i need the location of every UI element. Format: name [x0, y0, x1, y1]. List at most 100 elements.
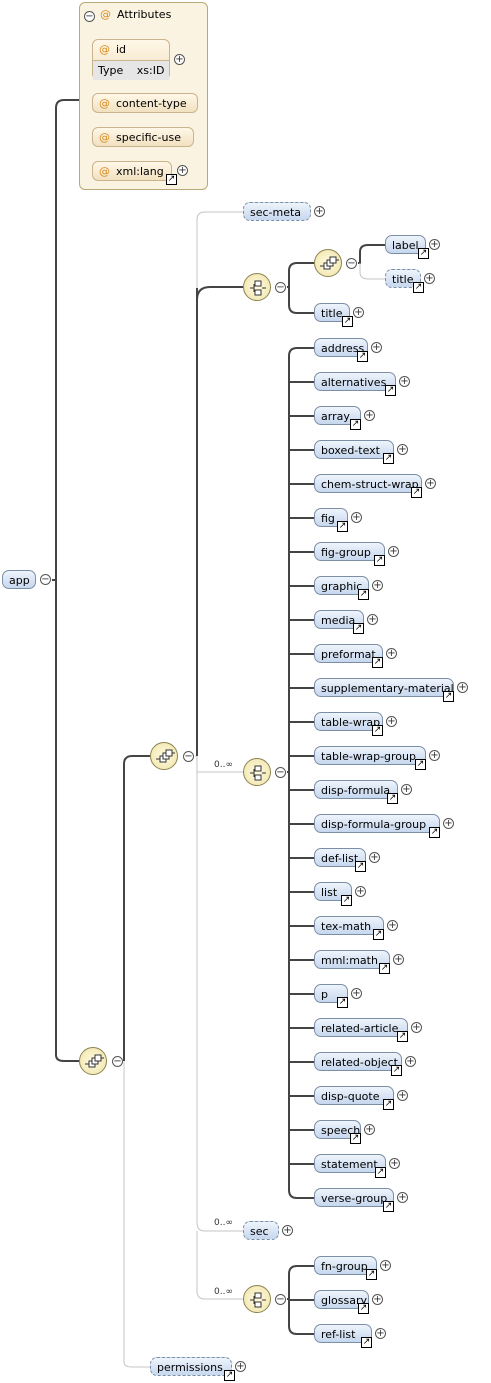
attribute-id-expand-icon[interactable]: +	[174, 54, 185, 65]
attribute-specific-use[interactable]: @specific-use	[92, 127, 194, 147]
expand-icon[interactable]: +	[367, 614, 378, 625]
choice-collapse-icon[interactable]: −	[275, 282, 286, 293]
element-graphic[interactable]: graphic	[314, 576, 369, 595]
expand-icon[interactable]: +	[429, 239, 440, 250]
expand-icon[interactable]: +	[429, 750, 440, 761]
expand-icon[interactable]: +	[425, 478, 436, 489]
expand-icon[interactable]: +	[388, 546, 399, 557]
element-related-object[interactable]: related-object	[314, 1052, 402, 1071]
app-collapse-icon[interactable]: −	[40, 574, 51, 585]
reference-arrow-icon: ↗	[411, 487, 422, 498]
expand-icon[interactable]: +	[401, 784, 412, 795]
sequence-compositor-icon[interactable]	[79, 1047, 107, 1075]
expand-icon[interactable]: +	[405, 1056, 416, 1067]
element-boxed-text[interactable]: boxed-text	[314, 440, 394, 459]
element-sec-meta[interactable]: sec-meta	[243, 202, 311, 221]
choice-collapse-icon[interactable]: −	[275, 767, 286, 778]
expand-icon[interactable]: +	[397, 1090, 408, 1101]
element-supplementary-material[interactable]: supplementary-material	[314, 678, 454, 697]
expand-icon[interactable]: +	[443, 818, 454, 829]
element-def-list[interactable]: def-list	[314, 848, 366, 867]
expand-icon[interactable]: +	[364, 1124, 375, 1135]
attributes-header-label: Attributes	[117, 8, 172, 21]
sequence-collapse-icon[interactable]: −	[183, 751, 194, 762]
expand-icon[interactable]: +	[397, 1192, 408, 1203]
cardinality-label: 0..∞	[214, 760, 233, 770]
element-sec[interactable]: sec	[243, 1221, 279, 1240]
element-glossary[interactable]: glossary	[314, 1290, 369, 1309]
element-chem-struct-wrap[interactable]: chem-struct-wrap	[314, 474, 422, 493]
sequence-compositor-icon[interactable]	[314, 249, 342, 277]
attribute-content-type[interactable]: @content-type	[92, 93, 198, 113]
expand-icon[interactable]: +	[389, 1158, 400, 1169]
element-permissions[interactable]: permissions	[150, 1357, 232, 1376]
attribute-xml-lang[interactable]: @xml:lang	[92, 161, 172, 181]
reference-arrow-icon: ↗	[358, 1303, 369, 1314]
expand-icon[interactable]: +	[351, 512, 362, 523]
reference-arrow-icon: ↗	[372, 657, 383, 668]
element-table-wrap-group[interactable]: table-wrap-group	[314, 746, 426, 765]
expand-icon[interactable]: +	[355, 886, 366, 897]
element-ref-list[interactable]: ref-list	[314, 1324, 372, 1343]
element-fig-group[interactable]: fig-group	[314, 542, 385, 561]
expand-icon[interactable]: +	[353, 307, 364, 318]
element-address[interactable]: address	[314, 338, 368, 357]
element-table-wrap[interactable]: table-wrap	[314, 712, 383, 731]
attribute-id[interactable]: @id Type xs:ID	[92, 39, 170, 80]
choice-compositor-icon[interactable]	[243, 758, 271, 786]
element-title-optional[interactable]: title	[385, 269, 421, 288]
expand-icon[interactable]: +	[371, 342, 382, 353]
reference-arrow-icon: ↗	[379, 963, 390, 974]
sequence-collapse-icon[interactable]: −	[112, 1056, 123, 1067]
element-statement[interactable]: statement	[314, 1154, 386, 1173]
element-media[interactable]: media	[314, 610, 364, 629]
expand-icon[interactable]: +	[235, 1361, 246, 1372]
choice-collapse-icon[interactable]: −	[275, 1294, 286, 1305]
expand-icon[interactable]: +	[375, 1328, 386, 1339]
expand-icon[interactable]: +	[411, 1022, 422, 1033]
reference-arrow-icon: ↗	[391, 1065, 402, 1076]
expand-icon[interactable]: +	[386, 648, 397, 659]
element-related-article[interactable]: related-article	[314, 1018, 408, 1037]
expand-icon[interactable]: +	[372, 580, 383, 591]
element-fn-group[interactable]: fn-group	[314, 1256, 377, 1275]
element-mml-math[interactable]: mml:math	[314, 950, 390, 969]
choice-compositor-icon[interactable]	[243, 1285, 271, 1313]
expand-icon[interactable]: +	[372, 1294, 383, 1305]
expand-icon[interactable]: +	[282, 1225, 293, 1236]
element-label[interactable]: label	[385, 235, 426, 254]
sequence-collapse-icon[interactable]: −	[346, 258, 357, 269]
element-tex-math[interactable]: tex-math	[314, 916, 384, 935]
expand-icon[interactable]: +	[424, 273, 435, 284]
reference-arrow-icon: ↗	[374, 555, 385, 566]
element-verse-group[interactable]: verse-group	[314, 1188, 394, 1207]
expand-icon[interactable]: +	[380, 1260, 391, 1271]
choice-compositor-icon[interactable]	[243, 273, 271, 301]
element-title[interactable]: title	[314, 303, 350, 322]
attribute-name: specific-use	[116, 131, 182, 144]
element-app[interactable]: app	[2, 570, 36, 589]
expand-icon[interactable]: +	[314, 206, 325, 217]
element-alternatives[interactable]: alternatives	[314, 372, 396, 391]
element-array[interactable]: array	[314, 406, 361, 425]
expand-icon[interactable]: +	[399, 376, 410, 387]
element-disp-formula[interactable]: disp-formula	[314, 780, 398, 799]
expand-icon[interactable]: +	[393, 954, 404, 965]
attributes-collapse-icon[interactable]: −	[84, 11, 95, 22]
element-disp-formula-group[interactable]: disp-formula-group	[314, 814, 440, 833]
expand-icon[interactable]: +	[369, 852, 380, 863]
expand-icon[interactable]: +	[457, 682, 468, 693]
element-disp-quote[interactable]: disp-quote	[314, 1086, 394, 1105]
expand-icon[interactable]: +	[387, 920, 398, 931]
sequence-compositor-icon[interactable]	[150, 742, 178, 770]
expand-icon[interactable]: +	[364, 410, 375, 421]
attribute-xml-lang-expand-icon[interactable]: +	[177, 165, 188, 176]
reference-arrow-icon: ↗	[383, 1201, 394, 1212]
element-preformat[interactable]: preformat	[314, 644, 383, 663]
reference-arrow-icon: ↗	[342, 316, 353, 327]
expand-icon[interactable]: +	[397, 444, 408, 455]
expand-icon[interactable]: +	[386, 716, 397, 727]
reference-arrow-icon: ↗	[413, 282, 424, 293]
expand-icon[interactable]: +	[351, 988, 362, 999]
